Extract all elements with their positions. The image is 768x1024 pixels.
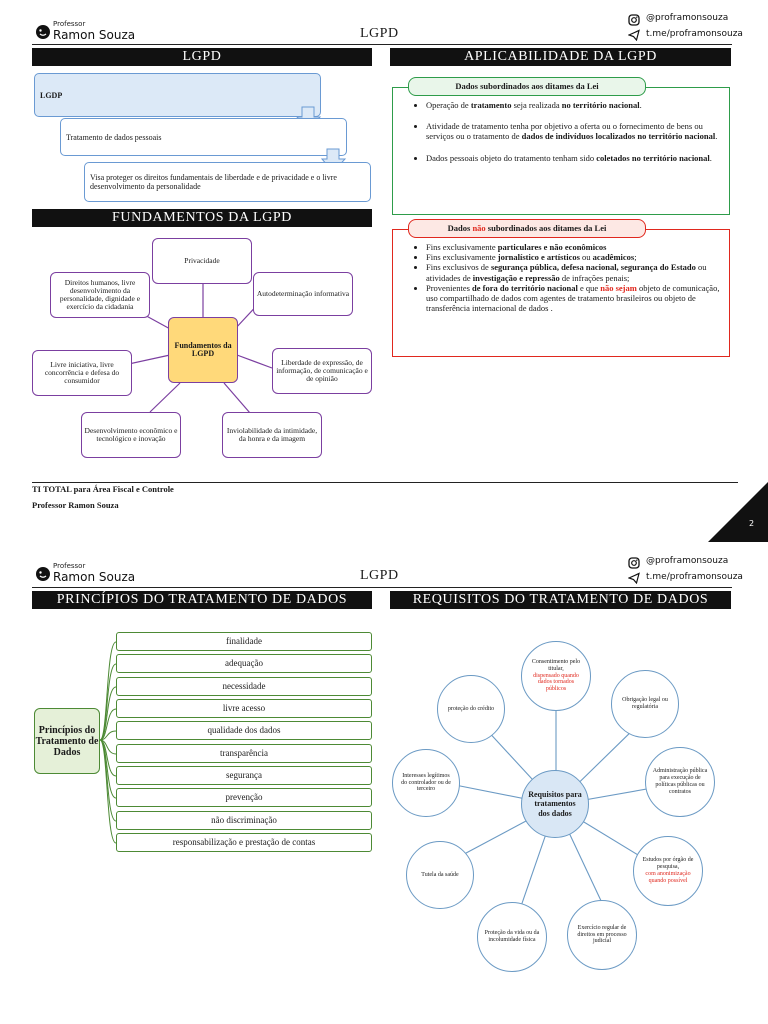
node-inviolabilidade: Inviolabilidade da intimidade, da honra … — [222, 412, 322, 458]
lgpd-section-bar: LGPD — [32, 48, 372, 66]
list-item: Operação de tratamento seja realizada no… — [426, 100, 720, 110]
logo-name: Ramon Souza — [53, 570, 136, 584]
list-item: Fins exclusivamente jornalístico e artís… — [426, 252, 720, 262]
principle-item: finalidade — [116, 632, 372, 651]
fundamentos-section-bar: FUNDAMENTOS DA LGPD — [32, 209, 372, 227]
telegram-icon[interactable] — [627, 571, 640, 585]
principios-center-node: Princípios do Tratamento de Dados — [34, 708, 100, 774]
logo-professor: Professor — [53, 562, 86, 570]
telegram-link[interactable]: t.me/proframonsouza — [646, 572, 743, 582]
instagram-icon[interactable] — [628, 556, 640, 569]
flow-box-lgdp: LGDP — [34, 73, 321, 117]
node-protecao-vida: Proteção da vida ou da incolumidade físi… — [477, 902, 547, 972]
node-protecao-credito: proteção do crédito — [437, 675, 505, 743]
header-divider — [32, 44, 732, 45]
node-consentimento: Consentimento pelo titular,dispensado qu… — [521, 641, 591, 711]
page-corner-triangle — [708, 482, 768, 542]
node-liberdade-expressao: Liberdade de expressão, de informação, d… — [272, 348, 372, 394]
principle-item: prevenção — [116, 788, 372, 807]
logo-professor: Professor — [53, 20, 86, 28]
page-title: LGPD — [360, 568, 399, 583]
telegram-link[interactable]: t.me/proframonsouza — [646, 29, 743, 39]
page-title: LGPD — [360, 26, 399, 41]
node-autodeterminacao: Autodeterminação informativa — [253, 272, 353, 316]
node-desenvolvimento: Desenvolvimento econômico e tecnológico … — [81, 412, 181, 458]
flow-box-tratamento: Tratamento de dados pessoais — [60, 118, 347, 156]
subordinados-list: Operação de tratamento seja realizada no… — [414, 100, 720, 163]
node-estudos-pesquisa: Estudos por órgão de pesquisa,com anonim… — [633, 836, 703, 906]
instagram-icon[interactable] — [628, 13, 640, 26]
telegram-icon[interactable] — [627, 28, 640, 42]
node-livre-iniciativa: Livre iniciativa, livre concorrência e d… — [32, 350, 132, 396]
node-direitos-humanos: Direitos humanos, livre desenvolvimento … — [50, 272, 150, 318]
fundamentos-center-node: Fundamentos da LGPD — [168, 317, 238, 383]
node-interesses-legitimos: Interesses legítimos do controlador ou d… — [392, 749, 460, 817]
footer-course: TI TOTAL para Área Fiscal e Controle — [32, 484, 174, 494]
principles-connectors — [99, 641, 117, 844]
principle-item: responsabilização e prestação de contas — [116, 833, 372, 852]
flow-box-visa-proteger: Visa proteger os direitos fundamentais d… — [84, 162, 371, 202]
header-divider — [32, 587, 732, 588]
requisitos-center-node: Requisitos para tratamentos dos dados — [521, 770, 589, 838]
node-administracao-publica: Administração pública para execução de p… — [645, 747, 715, 817]
page-number: 2 — [749, 519, 755, 528]
list-item: Fins exclusivos de segurança pública, de… — [426, 262, 720, 282]
footer-divider — [32, 482, 738, 483]
list-item: Fins exclusivamente particulares e não e… — [426, 242, 720, 252]
aplicabilidade-section-bar: APLICABILIDADE DA LGPD — [390, 48, 731, 66]
list-item: Provenientes de fora do território nacio… — [426, 283, 720, 314]
instagram-handle[interactable]: @proframonsouza — [646, 556, 729, 566]
principle-item: livre acesso — [116, 699, 372, 718]
face-logo-icon — [34, 565, 52, 583]
nao-subordinados-title: Dados não subordinados aos ditames da Le… — [408, 219, 646, 238]
instagram-handle[interactable]: @proframonsouza — [646, 13, 729, 23]
list-item: Dados pessoais objeto do tratamento tenh… — [426, 153, 720, 163]
principle-item: não discriminação — [116, 811, 372, 830]
requisitos-section-bar: REQUISITOS DO TRATAMENTO DE DADOS — [390, 591, 731, 609]
principle-item: necessidade — [116, 677, 372, 696]
subordinados-title: Dados subordinados aos ditames da Lei — [408, 77, 646, 96]
list-item: Atividade de tratamento tenha por objeti… — [426, 121, 720, 141]
principle-item: adequação — [116, 654, 372, 673]
node-exercicio-direitos: Exercício regular de direitos em process… — [567, 900, 637, 970]
footer-professor: Professor Ramon Souza — [32, 500, 119, 510]
logo-name: Ramon Souza — [53, 28, 136, 42]
principle-item: qualidade dos dados — [116, 721, 372, 740]
fundamentos-connectors — [123, 284, 273, 414]
node-tutela-saude: Tutela da saúde — [406, 841, 474, 909]
node-privacidade: Privacidade — [152, 238, 252, 284]
node-obrigacao-legal: Obrigação legal ou regulatória — [611, 670, 679, 738]
nao-subordinados-list: Fins exclusivamente particulares e não e… — [414, 242, 720, 313]
principle-item: segurança — [116, 766, 372, 785]
principle-item: transparência — [116, 744, 372, 763]
principios-section-bar: PRINCÍPIOS DO TRATAMENTO DE DADOS — [32, 591, 372, 609]
face-logo-icon — [34, 23, 52, 41]
